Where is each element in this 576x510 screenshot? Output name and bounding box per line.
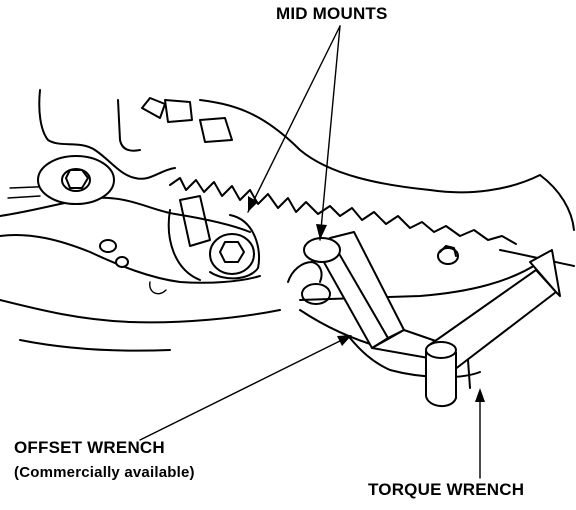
arrowheads (248, 196, 485, 402)
torque-wrench (425, 249, 561, 407)
offset-wrench-leader (139, 335, 351, 441)
gasket-edge (169, 177, 517, 245)
mid-mounts-label: MID MOUNTS (276, 4, 388, 23)
subframe (0, 195, 281, 352)
mid-mount-bolt-left (209, 233, 255, 275)
torque-wrench-label: TORQUE WRENCH (368, 480, 525, 499)
offset-wrench-note: (Commercially available) (14, 464, 195, 481)
mid-mount-leader-right (319, 25, 341, 241)
leader-lines (139, 25, 481, 479)
engine-block (7, 89, 575, 231)
offset-wrench (303, 231, 457, 361)
offset-wrench-label: OFFSET WRENCH (14, 438, 165, 457)
left-mount-bolt (37, 155, 167, 295)
mid-mount-bolt-right (287, 261, 331, 305)
mid-mount-leader-left (247, 25, 341, 213)
